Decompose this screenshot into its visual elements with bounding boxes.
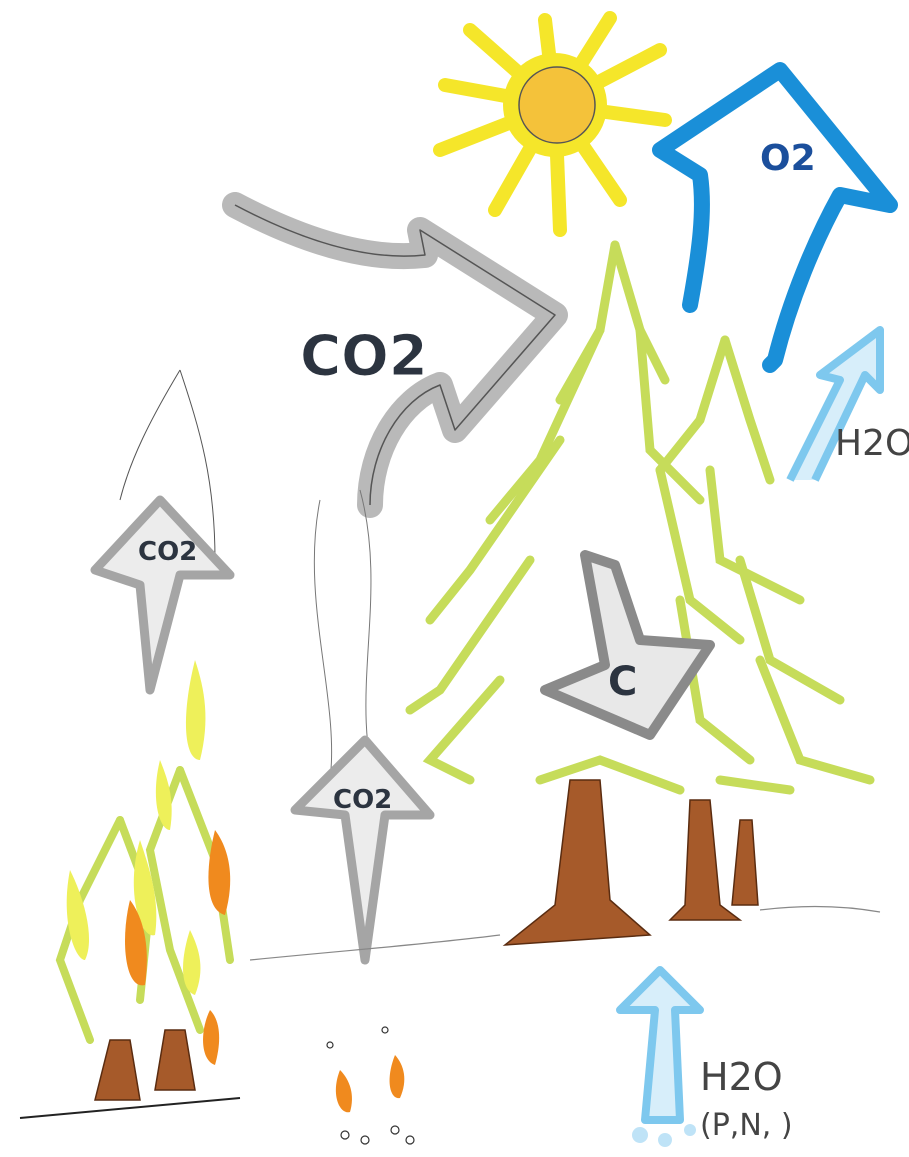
co2-ground-arrow: [295, 490, 430, 960]
o2-arrow: [660, 70, 890, 365]
o2-label: O2: [760, 138, 816, 179]
carbon-label: C: [608, 659, 637, 705]
campfire-icon: [327, 1027, 414, 1144]
co2-main-label: CO2: [300, 324, 428, 389]
burning-trees: [20, 660, 240, 1118]
h2o-lower-label: H2O: [700, 1055, 783, 1099]
co2-ground-label: CO2: [333, 785, 392, 815]
co2-fire-arrow: [95, 370, 230, 690]
co2-fire-label: CO2: [138, 537, 197, 567]
sun-icon: [440, 18, 665, 230]
healthy-trees: [410, 245, 870, 945]
nutrients-label: (P,N, ): [700, 1108, 793, 1143]
h2o-upper-label: H2O: [835, 423, 909, 464]
h2o-lower-arrow: [620, 970, 700, 1147]
